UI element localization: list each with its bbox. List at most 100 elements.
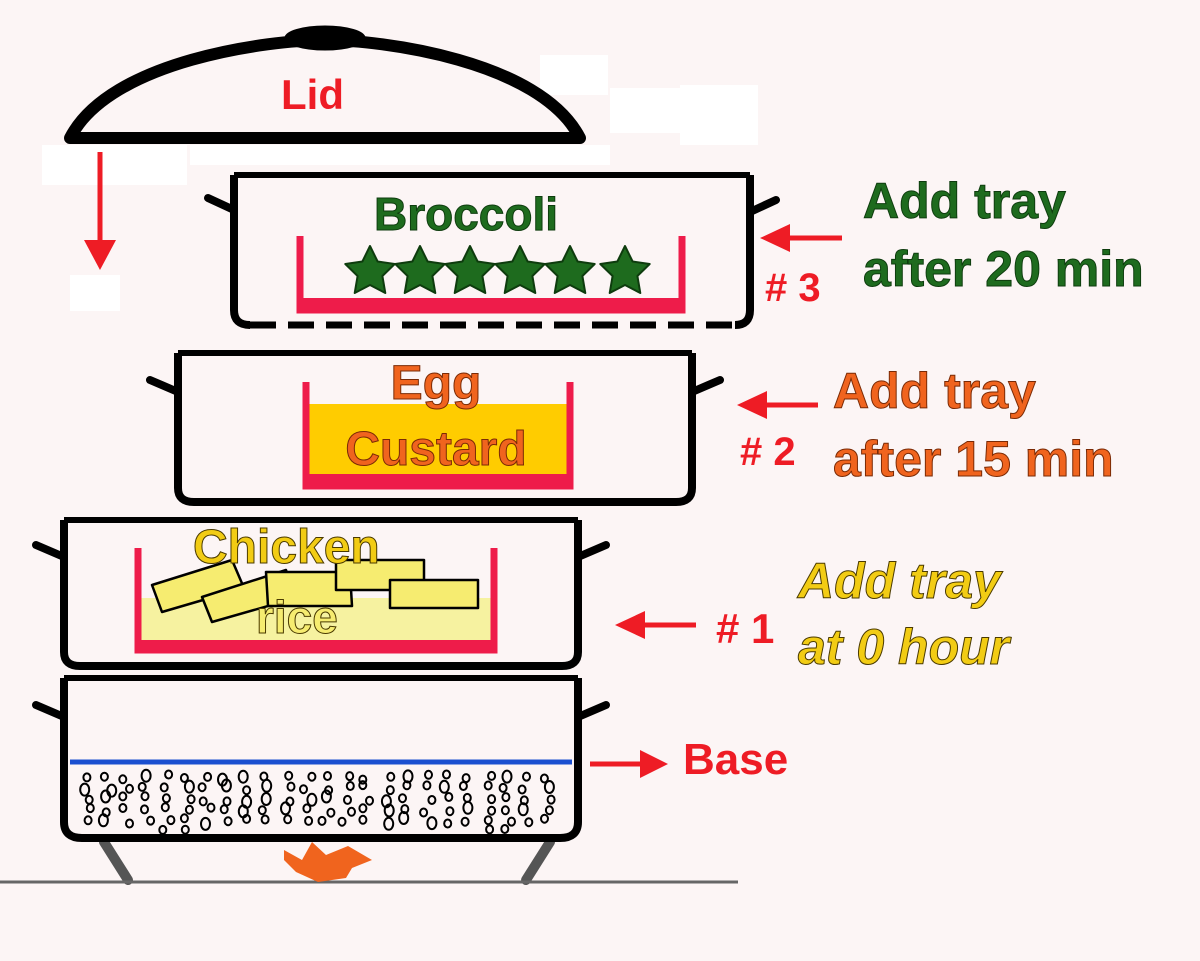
- lid: [64, 25, 586, 144]
- bubble: [539, 773, 549, 784]
- tray-2-arrow: [737, 391, 818, 419]
- bubble: [260, 814, 270, 825]
- bubble: [242, 813, 252, 824]
- bubble: [140, 804, 149, 815]
- bubble: [306, 792, 318, 807]
- bubble: [304, 815, 314, 826]
- bubble: [487, 794, 497, 805]
- bubble: [422, 780, 432, 791]
- bubble: [487, 770, 497, 781]
- bubble: [522, 771, 531, 782]
- bubble: [203, 771, 213, 782]
- bubble: [140, 791, 150, 802]
- bubble: [220, 778, 232, 793]
- bubble: [299, 784, 308, 795]
- bubble: [283, 814, 293, 825]
- bubble: [166, 815, 176, 826]
- bubble: [118, 803, 128, 813]
- bubble: [402, 780, 412, 791]
- base-arrow: [590, 750, 668, 778]
- flame-icon: [284, 842, 372, 882]
- bubble: [223, 816, 233, 827]
- bubble: [184, 804, 194, 815]
- broccoli-floret: [444, 245, 496, 294]
- lid-arrow: [84, 152, 116, 270]
- bubble: [140, 768, 152, 783]
- bubble: [517, 784, 527, 795]
- tray-3-number: # 3: [765, 266, 821, 310]
- bubble: [125, 783, 134, 794]
- bubble: [179, 813, 189, 824]
- bubble: [257, 805, 267, 816]
- bubble: [424, 769, 433, 780]
- bubble: [284, 770, 294, 781]
- tray-3-instruction-line2: after 20 min: [863, 241, 1145, 297]
- bubble: [483, 815, 493, 826]
- bubble: [146, 815, 156, 826]
- bubble: [501, 769, 513, 784]
- bubble: [500, 824, 510, 834]
- bubble: [458, 781, 468, 791]
- bubble: [326, 807, 336, 818]
- base-leg-right: [521, 837, 555, 885]
- broccoli-floret: [394, 245, 446, 294]
- bubble: [161, 793, 171, 804]
- chicken-rice-label-line1: Chicken: [193, 521, 381, 574]
- bubble: [260, 792, 272, 806]
- broccoli-floret: [544, 245, 596, 294]
- bubble: [83, 815, 93, 826]
- tray-3-instruction-line1: Add tray: [863, 173, 1067, 229]
- bubble: [443, 818, 453, 829]
- chicken-rice-label-line2: rice: [256, 591, 339, 643]
- bubble: [386, 771, 396, 782]
- bubble: [307, 771, 317, 782]
- broccoli-label: Broccoli: [373, 188, 559, 240]
- bubble: [337, 816, 347, 827]
- bubble: [118, 774, 128, 785]
- bubble: [237, 769, 249, 784]
- bubble: [426, 816, 438, 831]
- bubble: [517, 802, 529, 817]
- bubble: [320, 789, 332, 804]
- bubble: [487, 805, 497, 816]
- bubble: [483, 780, 493, 791]
- tray-2-instruction-line1: Add tray: [833, 363, 1037, 419]
- bubble: [444, 792, 454, 802]
- bubble: [365, 795, 374, 806]
- lid-knob: [284, 25, 366, 51]
- bubble: [419, 807, 429, 818]
- bubble: [500, 805, 510, 816]
- bubble: [99, 771, 109, 782]
- bubble: [524, 817, 534, 828]
- broccoli-floret: [344, 245, 396, 294]
- bubble: [485, 824, 495, 835]
- bubble: [242, 785, 252, 796]
- bubble: [540, 813, 549, 824]
- bubble: [347, 806, 356, 817]
- bubble: [197, 782, 207, 793]
- tray-2: [146, 350, 724, 506]
- bubble: [183, 779, 195, 794]
- tray-1: [32, 517, 610, 670]
- bubble: [323, 771, 332, 781]
- tray-2-number: # 2: [740, 430, 796, 474]
- bubble: [462, 800, 474, 815]
- bubble: [498, 782, 508, 793]
- bubble: [100, 789, 112, 804]
- bubble: [137, 781, 147, 792]
- tray-3-arrow: [760, 224, 842, 252]
- bubble: [438, 779, 450, 794]
- bubble: [358, 814, 368, 825]
- egg-custard-label-line2: Custard: [345, 423, 527, 476]
- bubble: [180, 824, 190, 835]
- bubble: [159, 782, 169, 793]
- bubble: [358, 780, 368, 791]
- base-label: Base: [683, 735, 789, 784]
- bubble: [206, 802, 216, 813]
- bubble: [164, 769, 174, 780]
- bubble: [85, 803, 95, 814]
- bubble: [398, 811, 410, 825]
- bubble: [501, 792, 511, 803]
- background-patches: [42, 55, 758, 311]
- bubble: [158, 824, 168, 835]
